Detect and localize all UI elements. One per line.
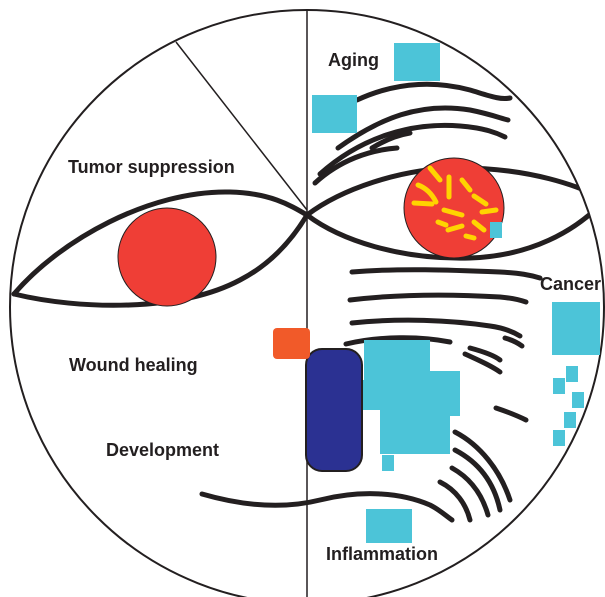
aging-block-1	[394, 43, 440, 81]
label-aging: Aging	[328, 50, 379, 70]
label-development: Development	[106, 440, 219, 460]
cancer-block-s1	[566, 366, 578, 382]
senescent-cell	[404, 158, 504, 258]
cancer-block-s4	[564, 412, 576, 428]
inflammation-block	[366, 509, 412, 543]
cancer-block-large	[552, 302, 600, 355]
label-inflammation: Inflammation	[326, 544, 438, 564]
immune-cell	[306, 349, 362, 471]
normal-cell	[118, 208, 216, 306]
label-cancer: Cancer	[540, 274, 601, 294]
aging-block-2	[312, 95, 357, 133]
label-wound-healing: Wound healing	[69, 355, 198, 375]
tiny-block	[382, 455, 394, 471]
cyan-dot-cell	[490, 222, 502, 238]
cancer-block-s3	[572, 392, 584, 408]
label-tumor-suppression: Tumor suppression	[68, 157, 235, 177]
platelet	[273, 328, 310, 359]
cancer-block-s2	[553, 378, 565, 394]
cancer-block-s5	[553, 430, 565, 446]
